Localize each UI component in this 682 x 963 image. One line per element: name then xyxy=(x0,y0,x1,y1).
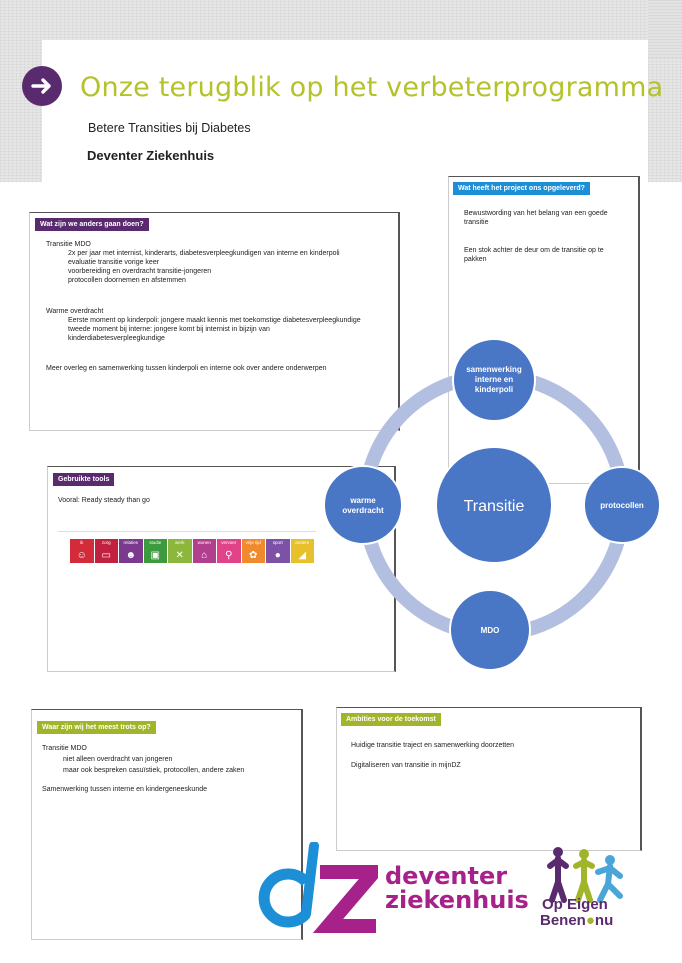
tool-label: werk xyxy=(174,540,185,545)
tools-icon: ✕ xyxy=(175,550,184,561)
opgeleverd-line-0: Bewustwording van het belang van een goe… xyxy=(464,210,608,217)
tool-label: studie xyxy=(149,540,162,545)
oeb-line2: Benen xyxy=(540,912,586,929)
node-left-label-1: warme xyxy=(349,496,376,505)
box-ambities xyxy=(336,707,642,851)
page-title: Onze terugblik op het verbeterprogramma xyxy=(80,72,664,103)
tag-ambities: Ambities voor de toekomst xyxy=(341,713,441,726)
anders-line-7: tweede moment bij interne: jongere komt … xyxy=(68,326,270,333)
people-icon: ☻ xyxy=(125,550,137,561)
transitie-diagram: Transitie samenwerking interne en kinder… xyxy=(323,338,661,671)
tool-label: zorg xyxy=(101,540,111,545)
oeb-line1: Op Eigen xyxy=(542,896,608,913)
tool-label: wonen xyxy=(197,540,211,545)
opgeleverd-line-3: pakken xyxy=(464,256,487,263)
header-panel xyxy=(42,40,648,182)
bag-icon: ▣ xyxy=(150,550,160,561)
house-icon: ⌂ xyxy=(201,550,208,561)
oeb-line3: nu xyxy=(594,912,614,929)
box-anders xyxy=(29,212,400,431)
trots-line-3: Samenwerking tussen interne en kindergen… xyxy=(42,786,207,793)
header-texture-corner xyxy=(648,0,682,58)
people-figures-icon xyxy=(547,847,623,903)
tool-ik: ik ☺ xyxy=(70,539,94,563)
trots-line-0: Transitie MDO xyxy=(42,745,87,752)
opgeleverd-line-1: transitie xyxy=(464,219,489,226)
node-center xyxy=(435,446,553,564)
tag-opgeleverd: Wat heeft het project ons opgeleverd? xyxy=(453,182,590,195)
anders-line-3: voorbereiding en overdracht transitie-jo… xyxy=(68,268,212,275)
tool-vervoer: vervoer ⚲ xyxy=(217,539,241,563)
tool-vrije-tijd: vrije tijd ✿ xyxy=(241,539,265,563)
ambities-line-1: Digitaliseren van transitie in mijnDZ xyxy=(351,762,461,769)
node-center-label: Transitie xyxy=(464,498,525,515)
node-left-label-2: overdracht xyxy=(342,506,384,515)
node-right xyxy=(583,466,661,544)
dz-name-line1: deventer xyxy=(385,862,508,890)
anders-line-1: 2x per jaar met internist, kinderarts, d… xyxy=(68,250,340,257)
arrow-right-icon xyxy=(22,66,62,106)
anders-line-0: Transitie MDO xyxy=(46,241,91,248)
node-right-label: protocollen xyxy=(600,501,644,510)
oeb-dot: ● xyxy=(585,912,595,929)
person-icon: ☺ xyxy=(76,550,87,561)
node-top-label-2: interne en xyxy=(475,375,513,384)
tool-label: relaties xyxy=(123,540,138,545)
anders-line-4: protocollen doornemen en afstemmen xyxy=(68,277,186,284)
anders-line-2: evaluatie transitie vorige keer xyxy=(68,259,160,266)
op-eigen-benen-logo: Op Eigen Benen●nu xyxy=(540,846,632,932)
anders-line-9: Meer overleg en samenwerking tussen kind… xyxy=(46,365,327,372)
bike-icon: ⚲ xyxy=(225,550,233,561)
anders-line-6: Eerste moment op kinderpoli: jongere maa… xyxy=(68,317,361,324)
node-bottom-label: MDO xyxy=(481,626,500,635)
card-icon: ▭ xyxy=(101,550,111,561)
box-trots xyxy=(31,709,303,940)
tool-label: vrije tijd xyxy=(245,540,261,545)
tool-label: vervoer xyxy=(221,540,237,545)
anders-line-8: kinderdiabetesverpleegkundige xyxy=(68,335,165,342)
tool-werk: werk ✕ xyxy=(168,539,192,563)
tag-anders: Wat zijn we anders gaan doen? xyxy=(35,218,149,231)
dz-mark-icon xyxy=(258,841,390,933)
tag-trots: Waar zijn wij het meest trots op? xyxy=(37,721,156,734)
trots-line-1: niet alleen overdracht van jongeren xyxy=(63,756,173,763)
leisure-icon: ✿ xyxy=(249,550,258,561)
tool-wonen: wonen ⌂ xyxy=(192,539,216,563)
anders-line-5: Warme overdracht xyxy=(46,308,104,315)
tools-strip: ik ☺ zorg ▭ relaties ☻ studie ▣ werk ✕ wonen ⌂… xyxy=(70,539,314,563)
tool-zorg: zorg ▭ xyxy=(94,539,118,563)
opgeleverd-line-2: Een stok achter de deur om de transitie … xyxy=(464,247,604,254)
node-bottom xyxy=(449,589,531,671)
tools-divider xyxy=(58,531,316,532)
tool-label: sport xyxy=(272,540,283,545)
dz-name-line2: ziekenhuis xyxy=(385,886,529,914)
node-top-label-3: kinderpoli xyxy=(475,385,513,394)
misc-icon: ◢ xyxy=(298,550,307,561)
tool-relaties: relaties ☻ xyxy=(119,539,143,563)
page-subtitle: Betere Transities bij Diabetes xyxy=(88,121,251,135)
ambities-line-0: Huidige transitie traject en samenwerkin… xyxy=(351,742,515,749)
node-top-label-1: samenwerking xyxy=(466,365,522,374)
tool-sport: sport ● xyxy=(266,539,290,563)
node-left xyxy=(323,465,403,545)
tag-tools: Gebruikte tools xyxy=(53,473,115,486)
tool-label: andere xyxy=(295,540,310,545)
deventer-ziekenhuis-logo: deventer ziekenhuis xyxy=(258,841,529,938)
ball-icon: ● xyxy=(274,550,281,561)
node-top xyxy=(452,338,536,422)
tool-label: ik xyxy=(80,540,84,545)
tools-text: Vooral: Ready steady than go xyxy=(58,497,150,504)
oeb-line2-wrap: Benen●nu xyxy=(540,912,613,929)
tool-studie: studie ▣ xyxy=(143,539,167,563)
trots-line-2: maar ook bespreken casuïstiek, protocoll… xyxy=(63,767,245,774)
tool-andere: andere ◢ xyxy=(290,539,314,563)
hospital-name: Deventer Ziekenhuis xyxy=(87,148,215,163)
